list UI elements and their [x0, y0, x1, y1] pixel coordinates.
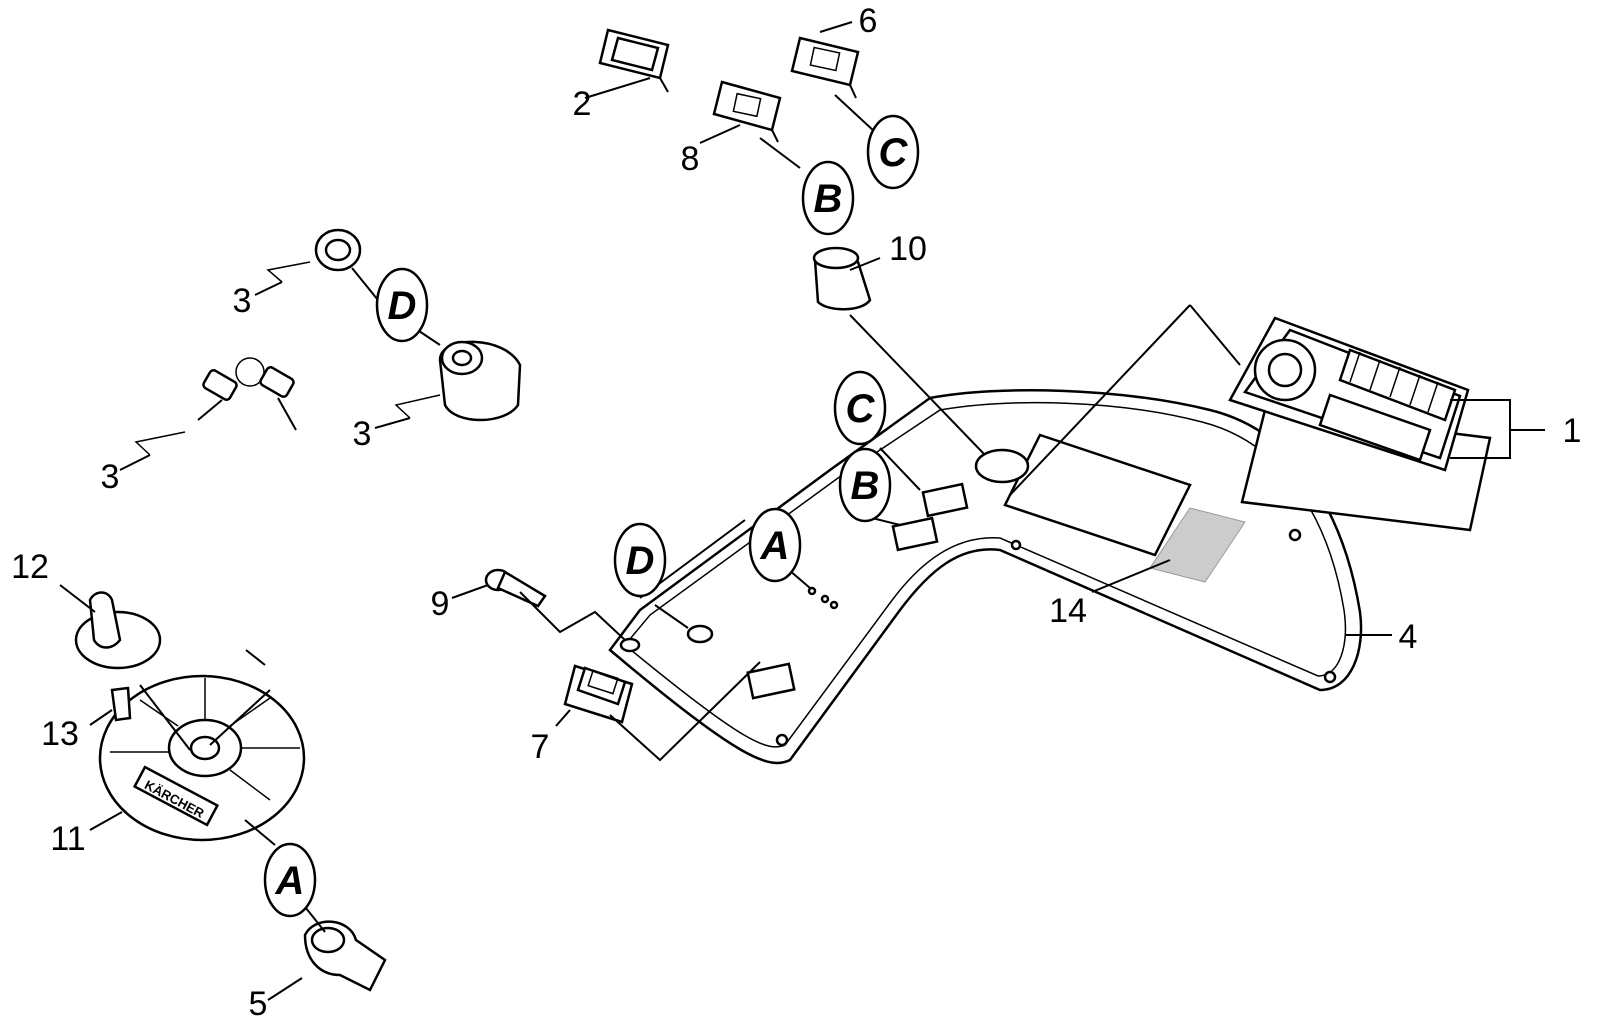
label-10: 10 — [889, 230, 927, 268]
svg-text:D: D — [388, 284, 417, 328]
rotary-knob — [812, 246, 872, 311]
ref-marker-c-top: C — [866, 114, 920, 190]
label-11: 11 — [50, 820, 85, 858]
ref-marker-d-top: D — [375, 267, 429, 343]
svg-text:D: D — [626, 539, 655, 583]
svg-text:C: C — [846, 387, 876, 431]
label-14: 14 — [1049, 592, 1087, 630]
sticker-13 — [110, 686, 132, 722]
label-9: 9 — [431, 585, 450, 623]
knob-hole — [974, 448, 1030, 484]
label-3-switch: 3 — [353, 415, 372, 453]
switch-5 — [303, 920, 387, 992]
switch-8 — [712, 80, 782, 143]
keys-3 — [197, 357, 297, 431]
switch-6 — [790, 36, 860, 99]
screw-9 — [484, 568, 547, 608]
svg-text:C: C — [879, 131, 909, 175]
label-13: 13 — [41, 715, 79, 753]
switch-cutout-c — [921, 482, 969, 518]
ref-marker-d-panel: D — [613, 522, 667, 598]
switch-cutout-7 — [746, 662, 796, 700]
controller-unit — [1228, 316, 1492, 532]
label-area — [1149, 507, 1246, 583]
label-3-nut: 3 — [233, 282, 252, 320]
label-4: 4 — [1399, 618, 1418, 656]
key-switch-hole — [686, 624, 714, 644]
label-1: 1 — [1563, 412, 1582, 450]
label-6: 6 — [859, 2, 878, 40]
ref-marker-b-top: B — [801, 160, 855, 236]
label-7: 7 — [531, 728, 550, 766]
svg-text:A: A — [760, 524, 790, 568]
label-3-keys: 3 — [101, 458, 120, 496]
ref-marker-a-bottom: A — [263, 842, 317, 918]
switch-7 — [563, 664, 634, 724]
control-panel-plate — [608, 389, 1363, 765]
ref-marker-a-panel: A — [748, 507, 802, 583]
switch-2 — [598, 28, 670, 93]
nut-3 — [314, 228, 362, 272]
switch-cutout-b — [891, 516, 939, 552]
ref-marker-b-panel: B — [838, 447, 892, 523]
leader-lines — [59, 21, 1545, 1001]
label-5: 5 — [249, 985, 268, 1023]
cap-12 — [74, 591, 162, 670]
svg-text:B: B — [851, 464, 880, 508]
svg-text:A: A — [275, 859, 305, 903]
label-8: 8 — [681, 140, 700, 178]
ref-marker-c-panel: C — [833, 370, 887, 446]
screw-hole — [619, 637, 641, 653]
svg-text:B: B — [814, 177, 843, 221]
display-cutout — [1003, 433, 1192, 557]
label-12: 12 — [11, 548, 49, 586]
label-2: 2 — [573, 85, 592, 123]
key-switch-3 — [438, 340, 522, 422]
brand-dial-11: KÄRCHER — [98, 674, 306, 842]
